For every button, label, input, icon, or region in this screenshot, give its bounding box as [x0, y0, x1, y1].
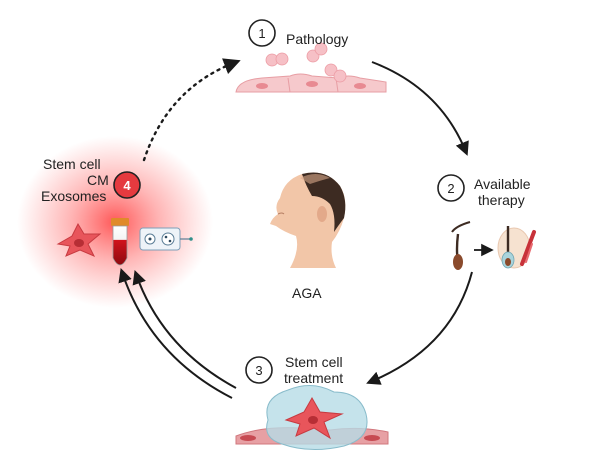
arrow-3-to-4-outer — [118, 268, 233, 399]
step-3-badge: 3 — [245, 356, 273, 384]
arrow-4-to-1-dotted — [142, 58, 241, 162]
pathology-cells-icon — [235, 42, 387, 93]
step-1-label: Pathology — [286, 31, 349, 47]
svg-text:2: 2 — [447, 181, 454, 196]
arrow-2-to-3 — [366, 271, 473, 385]
svg-text:3: 3 — [255, 363, 262, 378]
step-1-badge: 1 — [248, 19, 276, 47]
arrow-1-to-2 — [371, 61, 469, 156]
svg-text:4: 4 — [123, 178, 131, 193]
step-3-label-line2: treatment — [284, 370, 344, 386]
blood-tube-icon — [111, 218, 129, 266]
step-4-badge: 4 — [113, 171, 141, 199]
step-2-label-line1: Available — [474, 176, 531, 192]
center-label: AGA — [292, 285, 322, 301]
step-2-label-line2: therapy — [478, 192, 525, 208]
step-2-badge: 2 — [437, 174, 465, 202]
step-3-label-line1: Stem cell — [285, 354, 343, 370]
step-4-label-line1: Stem cell — [43, 156, 101, 172]
stem-cell-treatment-icon — [235, 385, 389, 450]
svg-text:1: 1 — [258, 26, 265, 41]
step-4-label-line2: CM — [87, 172, 109, 188]
step-4-label-line3: Exosomes — [41, 188, 107, 204]
head-profile-icon — [270, 172, 346, 268]
stem-cell-icon — [56, 222, 102, 257]
exosome-chip-icon — [139, 227, 193, 251]
arrow-3-to-4-inner — [132, 270, 237, 389]
hair-follicle-icon — [451, 221, 471, 270]
treated-follicle-icon — [497, 226, 536, 269]
